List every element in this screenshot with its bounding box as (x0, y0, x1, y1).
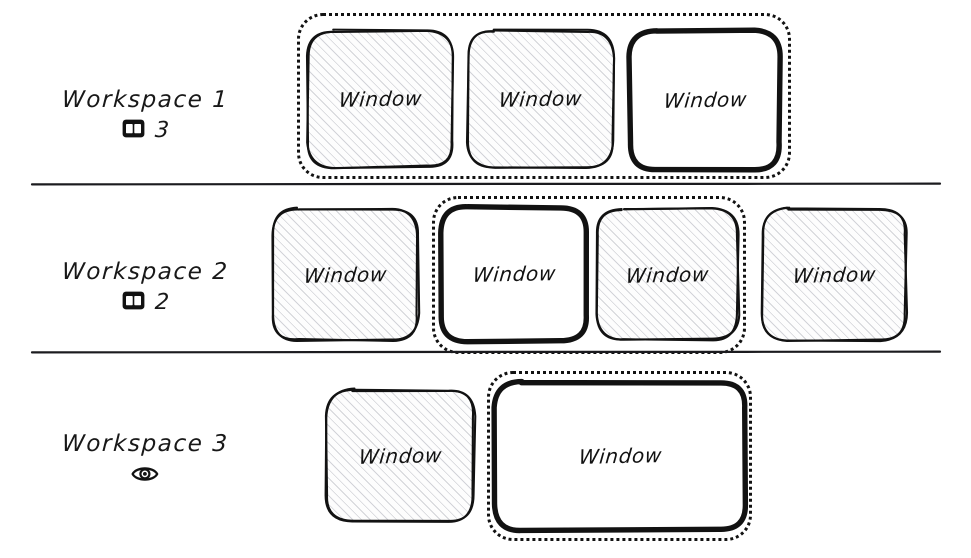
window-label: Window (471, 261, 557, 287)
window-surface (597, 209, 738, 340)
window-surface (272, 209, 418, 340)
window-outline (302, 25, 459, 173)
workspace-label-3[interactable]: Workspace 3 (30, 405, 260, 515)
workspace-title: Workspace 1 (61, 87, 229, 113)
workspace-separator-2 (30, 350, 942, 354)
window-card-tiled[interactable]: Window (324, 387, 477, 523)
window-surface (630, 31, 780, 169)
window-surface (762, 209, 906, 340)
window-label: Window (357, 442, 444, 469)
window-card-tiled[interactable]: Window (271, 206, 421, 343)
split-layout-icon (121, 290, 146, 315)
window-surface (327, 390, 474, 521)
workspace-separator-1 (30, 182, 942, 186)
window-outline (756, 203, 912, 346)
workspace-window-count: 3 (153, 118, 171, 143)
workspace-layout-indicator: 3 (121, 118, 170, 143)
window-card-focused[interactable]: Window (491, 378, 749, 534)
window-surface (308, 31, 453, 167)
workspace-title: Workspace 3 (61, 430, 229, 457)
window-label: Window (497, 86, 584, 112)
split-layout-icon (121, 118, 146, 143)
workspace-title: Workspace 2 (61, 259, 229, 285)
window-outline (489, 376, 751, 536)
window-label: Window (662, 87, 748, 113)
window-card-tiled[interactable]: Window (305, 28, 455, 170)
workspace-layout-indicator: 2 (121, 290, 170, 315)
window-card-focused[interactable]: Window (626, 27, 783, 173)
window-outline (462, 25, 619, 173)
window-surface (441, 207, 587, 341)
window-label: Window (791, 261, 877, 288)
window-outline (266, 203, 424, 346)
window-outline (435, 201, 593, 347)
workspace-label-2[interactable]: Workspace 2 2 (30, 232, 260, 342)
window-card-tiled[interactable]: Window (465, 28, 616, 170)
workspace-layout-indicator (130, 462, 160, 490)
window-card-focused[interactable]: Window (438, 203, 590, 345)
window-label: Window (302, 261, 388, 288)
window-outline (321, 384, 480, 527)
window-card-tiled[interactable]: Window (595, 206, 741, 342)
workspace-window-count: 2 (153, 290, 171, 315)
window-outline (591, 203, 744, 346)
eye-icon (130, 462, 160, 490)
window-surface (468, 31, 613, 167)
window-card-tiled[interactable]: Window (760, 206, 909, 343)
window-label: Window (577, 443, 663, 469)
workspace-label-1[interactable]: Workspace 1 3 (30, 60, 260, 170)
window-surface (495, 382, 745, 530)
window-label: Window (337, 86, 424, 112)
window-outline (624, 25, 786, 175)
window-label: Window (624, 261, 711, 288)
